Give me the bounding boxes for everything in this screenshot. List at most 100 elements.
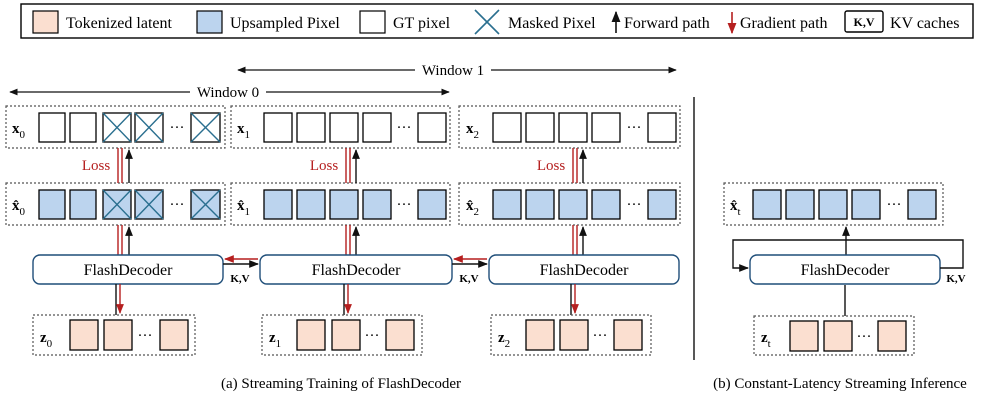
upsampled-pixel-cell	[263, 189, 293, 220]
upsampled-pixel-cell	[492, 189, 522, 220]
gt-pixel-cell	[417, 112, 447, 143]
legend-upsampled-label: Upsampled Pixel	[230, 15, 340, 32]
inference-upsampled-row-ellipsis: ···	[887, 197, 902, 213]
window-0-label: Window 0	[197, 85, 259, 101]
legend-latent-swatch	[32, 10, 59, 34]
flashdecoder-block-0	[32, 254, 224, 285]
latent-row-1-ellipsis: ···	[365, 328, 380, 344]
window-1-label: Window 1	[422, 63, 484, 79]
legend-upsampled-swatch	[196, 10, 223, 34]
latent-row-2-label: z2	[498, 330, 510, 350]
legend-kv-box	[844, 10, 884, 33]
latent-cell	[385, 319, 415, 351]
gt-pixel-cell	[329, 112, 359, 143]
gt-pixel-cell	[263, 112, 293, 143]
inference-flashdecoder-label: FlashDecoder	[801, 262, 891, 279]
loss-label-0: Loss	[82, 158, 111, 174]
latent-row-2-ellipsis: ···	[593, 328, 608, 344]
upsampled-pixel-cell	[329, 189, 359, 220]
gt-pixel-cell	[647, 112, 677, 143]
training-column-1: x1 ··· x̂1 ··· Loss	[230, 105, 453, 356]
streaming-training-panel: x0 ··· x̂0	[5, 105, 681, 392]
legend-masked-icon	[474, 9, 500, 35]
gt-pixel-cell	[362, 112, 392, 143]
upsampled-row-0-ellipsis: ···	[170, 197, 185, 213]
latent-cell	[823, 320, 853, 352]
inference-kv-label: K,V	[946, 273, 965, 285]
inference-latent-row-label: zt	[761, 330, 771, 350]
upsampled-pixel-cell	[362, 189, 392, 220]
latent-cell	[559, 319, 589, 351]
gt-row-0-label: x0	[12, 121, 26, 141]
gt-pixel-cell	[591, 112, 621, 143]
window-1-span: Window 1	[237, 61, 677, 79]
upsampled-row-2-ellipsis: ···	[627, 197, 642, 213]
flashdecoder-block-2	[488, 254, 680, 285]
upsampled-pixel-cell	[69, 189, 97, 220]
inference-upsampled-row-label: x̂t	[730, 198, 741, 218]
legend-forward-label: Forward path	[624, 15, 710, 32]
legend-kv-label: KV caches	[890, 15, 959, 32]
upsampled-pixel-cell	[525, 189, 555, 220]
gt-row-2-label: x2	[466, 121, 479, 141]
training-column-0: x0 ··· x̂0	[5, 105, 226, 356]
upsampled-pixel-cell	[907, 189, 937, 220]
legend-gt-label: GT pixel	[393, 15, 451, 32]
masked-pixel-cell	[190, 112, 221, 143]
latent-cell	[69, 319, 99, 351]
latent-cell	[525, 319, 555, 351]
masked-upsampled-cell	[134, 189, 164, 220]
upsampled-pixel-cell	[591, 189, 621, 220]
legend-gt-swatch	[359, 10, 386, 34]
latent-cell	[159, 319, 189, 351]
latent-cell	[296, 319, 326, 351]
upsampled-pixel-cell	[818, 189, 848, 220]
latent-cell	[789, 320, 819, 352]
gt-pixel-cell	[296, 112, 326, 143]
upsampled-row-1-label: x̂1	[237, 198, 250, 218]
streaming-inference-panel: x̂t ··· FlashDecoder K,V zt ··· (b) Cons…	[713, 182, 967, 392]
loss-label-2: Loss	[537, 158, 566, 174]
upsampled-row-2-label: x̂2	[466, 198, 479, 218]
gt-pixel-cell	[525, 112, 555, 143]
kv-cache-transfer-1-2: K,V	[452, 255, 488, 285]
masked-upsampled-cell	[102, 189, 132, 220]
latent-cell	[103, 319, 133, 351]
masked-upsampled-cell	[190, 189, 221, 220]
upsampled-pixel-cell	[785, 189, 815, 220]
upsampled-pixel-cell	[558, 189, 588, 220]
inference-kv-cache-loop	[732, 239, 964, 272]
latent-row-0-label: z0	[40, 330, 53, 350]
flashdecoder-label-2: FlashDecoder	[540, 262, 630, 279]
loss-label-1: Loss	[310, 158, 339, 174]
upsampled-pixel-cell	[38, 189, 66, 220]
gt-row-0-ellipsis: ···	[170, 120, 185, 136]
upsampled-pixel-cell	[417, 189, 447, 220]
flashdecoder-label-0: FlashDecoder	[84, 262, 174, 279]
legend-masked-label: Masked Pixel	[508, 15, 596, 32]
gt-row-2-ellipsis: ···	[627, 120, 642, 136]
flashdecoder-label-1: FlashDecoder	[312, 262, 402, 279]
latent-cell	[613, 319, 643, 351]
gt-pixel-cell	[69, 112, 97, 143]
upsampled-row-1-ellipsis: ···	[397, 197, 412, 213]
upsampled-pixel-cell	[851, 189, 881, 220]
training-caption: (a) Streaming Training of FlashDecoder	[221, 376, 461, 392]
latent-cell	[877, 320, 907, 352]
legend-kv-box-label: K,V	[854, 15, 875, 29]
training-column-2: x2 ··· x̂2 ··· Loss	[458, 105, 681, 356]
legend-gradient-label: Gradient path	[740, 15, 828, 32]
gt-pixel-cell	[38, 112, 66, 143]
upsampled-row-0-label: x̂0	[12, 198, 26, 218]
latent-row-1-label: z1	[269, 330, 281, 350]
gt-row-1-ellipsis: ···	[397, 120, 412, 136]
latent-row-0-ellipsis: ···	[138, 328, 153, 344]
masked-pixel-cell	[102, 112, 132, 143]
legend: Tokenized latent Upsampled Pixel GT pixe…	[20, 3, 974, 39]
upsampled-pixel-cell	[296, 189, 326, 220]
upsampled-pixel-cell	[647, 189, 677, 220]
gt-row-1-label: x1	[237, 121, 250, 141]
kv-label-1-2: K,V	[459, 273, 478, 285]
kv-cache-transfer-0-1: K,V	[223, 255, 259, 285]
